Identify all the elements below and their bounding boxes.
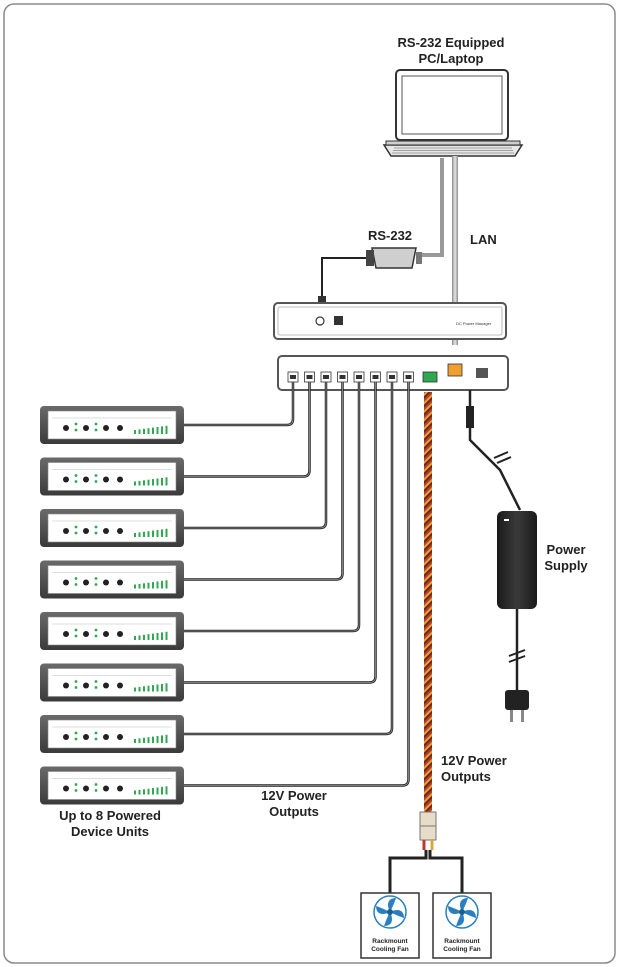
powered-device-unit bbox=[40, 457, 184, 496]
powered-device-unit bbox=[40, 766, 184, 805]
fan-2-label-line2: Cooling Fan bbox=[443, 946, 481, 953]
rs232-label: RS-232 bbox=[368, 228, 412, 243]
fan-1-unit: Rackmount Cooling Fan bbox=[360, 892, 420, 959]
device-power-cables bbox=[184, 382, 410, 787]
powered-device-unit bbox=[40, 406, 184, 444]
powered-device-unit bbox=[40, 715, 184, 753]
devices-label-line2: Device Units bbox=[71, 824, 149, 839]
powered-device-unit bbox=[40, 612, 184, 650]
fan2-cable bbox=[428, 850, 464, 900]
fan-2-label-line1: Rackmount bbox=[444, 938, 480, 945]
powered-device-unit bbox=[40, 663, 184, 702]
powered-device-unit bbox=[40, 509, 184, 547]
fan-2-icon bbox=[445, 895, 479, 929]
outputs-bottom-line1: 12V Power bbox=[261, 788, 327, 803]
power-supply-line2: Supply bbox=[544, 558, 588, 573]
fan-2-unit: Rackmount Cooling Fan bbox=[432, 892, 492, 959]
outputs-right-line2: Outputs bbox=[441, 769, 491, 784]
fan-1-label-line2: Cooling Fan bbox=[371, 946, 409, 953]
front-panel-device: DC Power Manager bbox=[273, 302, 507, 340]
lan-label: LAN bbox=[470, 232, 497, 247]
fan-power-cable bbox=[424, 392, 432, 812]
fan1-cable bbox=[388, 850, 428, 900]
outputs-right-line1: 12V Power bbox=[441, 753, 507, 768]
outputs-bottom-line2: Outputs bbox=[269, 804, 319, 819]
laptop-icon bbox=[382, 69, 524, 157]
pc-title-line2: PC/Laptop bbox=[419, 51, 484, 66]
powered-device-units bbox=[40, 406, 184, 805]
fan-1-label-line1: Rackmount bbox=[372, 938, 408, 945]
powered-device-unit bbox=[40, 560, 184, 599]
power-supply-line1: Power bbox=[546, 542, 585, 557]
rs232-lead bbox=[321, 257, 366, 300]
front-panel-label: DC Power Manager bbox=[456, 321, 492, 326]
fan-1-icon bbox=[373, 895, 407, 929]
rs232-cable bbox=[418, 158, 444, 257]
power-supply-brick-icon bbox=[497, 511, 537, 609]
db9-connector-icon bbox=[366, 247, 422, 269]
pc-title-line1: RS-232 Equipped bbox=[398, 35, 505, 50]
ac-plug-icon bbox=[505, 690, 529, 722]
devices-label-line1: Up to 8 Powered bbox=[59, 808, 161, 823]
